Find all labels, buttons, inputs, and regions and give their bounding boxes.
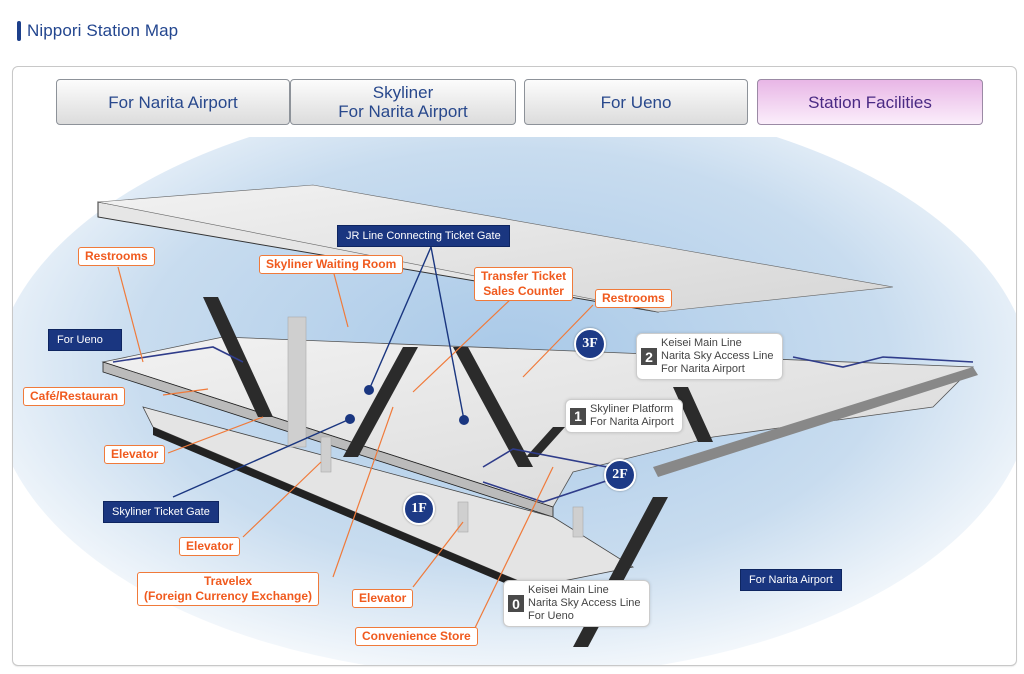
platform-1-label: 1 Skyliner Platform For Narita Airport bbox=[565, 399, 683, 433]
floor-badge-1f: 1F bbox=[403, 493, 435, 525]
gate-leader-lines bbox=[172, 246, 465, 498]
title-accent-bar bbox=[17, 21, 21, 41]
tab-for-ueno[interactable]: For Ueno bbox=[524, 79, 748, 125]
tab-station-facilities[interactable]: Station Facilities bbox=[757, 79, 983, 125]
gate-markers bbox=[345, 385, 469, 425]
label-skyliner-ticket-gate: Skyliner Ticket Gate bbox=[103, 501, 219, 523]
station-map: Restrooms Skyliner Waiting Room Transfer… bbox=[13, 137, 1016, 665]
callout-elevator-3[interactable]: Elevator bbox=[352, 589, 414, 608]
callout-skyliner-waiting-room[interactable]: Skyliner Waiting Room bbox=[259, 255, 404, 274]
platform-line: Keisei Main Line bbox=[528, 584, 609, 596]
deck-3f bbox=[97, 184, 894, 313]
pillars bbox=[287, 316, 584, 538]
deck-1f bbox=[142, 406, 635, 588]
label-for-ueno: For Ueno bbox=[48, 329, 122, 351]
callout-convenience-store[interactable]: Convenience Store bbox=[355, 627, 478, 646]
callout-elevator-2[interactable]: Elevator bbox=[179, 537, 241, 556]
platform-number: 2 bbox=[641, 348, 657, 365]
page-title-text: Nippori Station Map bbox=[27, 21, 179, 40]
tab-for-narita-airport[interactable]: For Narita Airport bbox=[56, 79, 290, 125]
page-title: Nippori Station Map bbox=[17, 18, 178, 44]
platform-lines: Skyliner Platform For Narita Airport bbox=[590, 403, 674, 429]
deck-2f-right-edge bbox=[653, 367, 978, 477]
floor-badge-2f: 2F bbox=[604, 459, 636, 491]
tab-label-line2: For Narita Airport bbox=[338, 102, 468, 121]
platform-lines: Keisei Main Line Narita Sky Access Line … bbox=[528, 584, 641, 623]
callout-travelex[interactable]: Travelex (Foreign Currency Exchange) bbox=[137, 572, 320, 606]
platform-line: Narita Sky Access Line bbox=[661, 350, 774, 362]
platform-lines: Keisei Main Line Narita Sky Access Line … bbox=[661, 337, 774, 376]
platform-number: 0 bbox=[508, 595, 524, 612]
platform-line: For Narita Airport bbox=[661, 363, 745, 375]
tab-label: Station Facilities bbox=[808, 92, 932, 112]
callout-elevator-1[interactable]: Elevator bbox=[104, 445, 166, 464]
platform-2-label: 2 Keisei Main Line Narita Sky Access Lin… bbox=[636, 333, 783, 380]
platform-line: For Narita Airport bbox=[590, 416, 674, 428]
callout-line: (Foreign Currency Exchange) bbox=[144, 589, 313, 603]
label-for-narita-airport: For Narita Airport bbox=[740, 569, 842, 591]
platform-line: Narita Sky Access Line bbox=[528, 597, 641, 609]
callout-line: Transfer Ticket bbox=[481, 269, 567, 283]
callout-restrooms-right[interactable]: Restrooms bbox=[595, 289, 672, 308]
platform-line: For Ueno bbox=[528, 610, 574, 622]
callout-transfer-ticket-sales-counter[interactable]: Transfer Ticket Sales Counter bbox=[474, 267, 574, 301]
callout-line: Sales Counter bbox=[483, 284, 564, 298]
callout-cafe-restaurant[interactable]: Café/Restauran bbox=[23, 387, 126, 406]
tab-label-line1: Skyliner bbox=[372, 83, 434, 102]
tab-label: For Ueno bbox=[600, 92, 672, 112]
track-1f bbox=[153, 427, 533, 595]
callout-line: Travelex bbox=[204, 574, 253, 588]
label-jr-connecting-ticket-gate: JR Line Connecting Ticket Gate bbox=[337, 225, 510, 247]
callout-restrooms-left[interactable]: Restrooms bbox=[78, 247, 155, 266]
platform-line: Keisei Main Line bbox=[661, 337, 742, 349]
platform-line: Skyliner Platform bbox=[590, 403, 674, 415]
platform-number: 1 bbox=[570, 407, 586, 425]
callout-leader-lines bbox=[117, 266, 594, 633]
escalators bbox=[203, 297, 713, 647]
floor-badge-3f: 3F bbox=[574, 328, 606, 360]
platform-0-label: 0 Keisei Main Line Narita Sky Access Lin… bbox=[503, 580, 650, 627]
tab-label: For Narita Airport bbox=[108, 92, 238, 112]
